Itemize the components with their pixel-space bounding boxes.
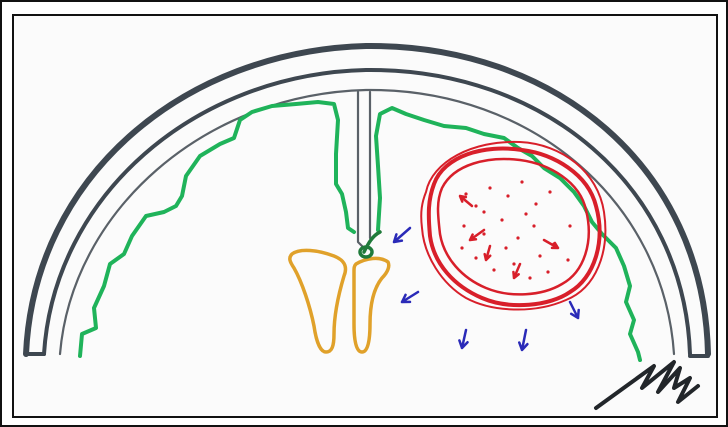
- lesion-dot: [566, 258, 569, 261]
- arrow-icon: [460, 196, 472, 206]
- lesion-dot: [500, 218, 503, 221]
- lesion-dot: [474, 256, 477, 259]
- lesion-dot: [512, 262, 515, 265]
- signature-mark: [596, 362, 698, 408]
- arrow-icon: [544, 240, 558, 248]
- signature-stroke: [596, 362, 698, 408]
- lesion-dot: [546, 270, 549, 273]
- arrow-icon: [519, 330, 527, 350]
- herniation-blob: [360, 247, 372, 257]
- lesion-dot: [568, 224, 571, 227]
- lesion-dot: [504, 246, 507, 249]
- lesion-dot: [534, 202, 537, 205]
- lesion-dot: [462, 224, 465, 227]
- lesion-dot: [464, 192, 467, 195]
- skull-outer-line: [26, 46, 708, 354]
- lesion-dot: [482, 232, 485, 235]
- arrow-icon: [402, 292, 418, 302]
- diagram-canvas: [12, 14, 718, 418]
- lesion-dots: [460, 180, 572, 279]
- lesion-dot: [474, 204, 477, 207]
- lesion-dot: [460, 246, 463, 249]
- skull: [26, 46, 708, 356]
- lesion-dot: [492, 268, 495, 271]
- lesion-dot: [516, 236, 519, 239]
- arrow-icon: [570, 302, 579, 318]
- lesion-dot: [538, 254, 541, 257]
- ventricles: [290, 250, 389, 352]
- lesion-dot: [528, 276, 531, 279]
- lesion-dot: [524, 212, 527, 215]
- lesion-dot: [520, 180, 523, 183]
- right-ventricle: [354, 258, 389, 352]
- dura-line: [60, 90, 674, 354]
- left-ventricle: [290, 250, 346, 352]
- skull-inner-line: [44, 70, 690, 354]
- arrow-icon: [485, 246, 491, 260]
- arrow-icon: [513, 264, 520, 278]
- lesion-dot: [506, 194, 509, 197]
- lesion-dot: [548, 190, 551, 193]
- falx-left: [358, 92, 364, 248]
- dura: [60, 90, 674, 354]
- arrow-icon: [459, 330, 467, 348]
- lesion: [421, 142, 605, 310]
- arrow-icon: [470, 230, 484, 240]
- arrow-icon: [394, 228, 410, 242]
- lesion-dot: [488, 186, 491, 189]
- lesion-dot: [532, 224, 535, 227]
- lesion-dot: [482, 210, 485, 213]
- brain-diagram: [14, 16, 718, 418]
